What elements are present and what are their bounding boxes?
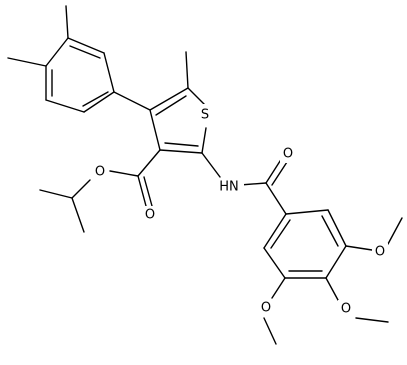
bond xyxy=(113,91,151,111)
bond xyxy=(164,142,199,147)
bond xyxy=(69,45,101,59)
atom-labels: S HN O O O O O O xyxy=(92,104,388,318)
bond xyxy=(67,37,105,54)
bond xyxy=(270,219,291,249)
bond xyxy=(387,217,403,245)
sulfur-atom-label: S xyxy=(201,108,209,123)
bond xyxy=(265,157,283,184)
bond xyxy=(263,247,286,279)
bond xyxy=(355,317,389,323)
bond xyxy=(83,91,115,113)
bond xyxy=(185,51,189,89)
bond xyxy=(271,161,288,186)
bond xyxy=(7,57,47,67)
bond xyxy=(109,170,139,177)
bond xyxy=(325,277,339,301)
bond xyxy=(187,87,207,107)
methoxy-middle-oxygen-label: O xyxy=(341,302,351,317)
bond xyxy=(285,209,329,215)
methoxy-upper-oxygen-label: O xyxy=(375,245,385,260)
bond xyxy=(149,109,161,151)
bond xyxy=(201,127,207,154)
bond xyxy=(271,277,286,299)
bond xyxy=(39,189,73,199)
bond xyxy=(201,152,221,178)
bond xyxy=(65,5,69,39)
bond xyxy=(263,213,287,249)
bond xyxy=(263,317,277,345)
bond xyxy=(137,149,161,177)
bond xyxy=(82,91,109,107)
ester-ether-oxygen-label: O xyxy=(95,165,105,180)
bond xyxy=(71,197,85,233)
bond xyxy=(103,52,115,93)
bond xyxy=(71,179,91,199)
bond xyxy=(321,215,339,247)
bond xyxy=(45,37,69,67)
bond xyxy=(345,245,373,251)
bond xyxy=(265,182,287,215)
ester-carbonyl-oxygen-label: O xyxy=(145,208,155,223)
methoxy-lower-oxygen-label: O xyxy=(261,301,271,316)
bond-lines xyxy=(7,5,403,345)
amide-oxygen-label: O xyxy=(283,147,293,162)
bond xyxy=(137,175,147,207)
bond xyxy=(327,209,347,247)
bond xyxy=(239,182,267,186)
amide-nh-label: HN xyxy=(219,180,239,195)
bond xyxy=(155,95,187,116)
bond xyxy=(143,176,153,207)
bond xyxy=(159,149,203,154)
bond xyxy=(325,245,347,279)
bond xyxy=(149,87,189,111)
bond xyxy=(45,99,85,113)
